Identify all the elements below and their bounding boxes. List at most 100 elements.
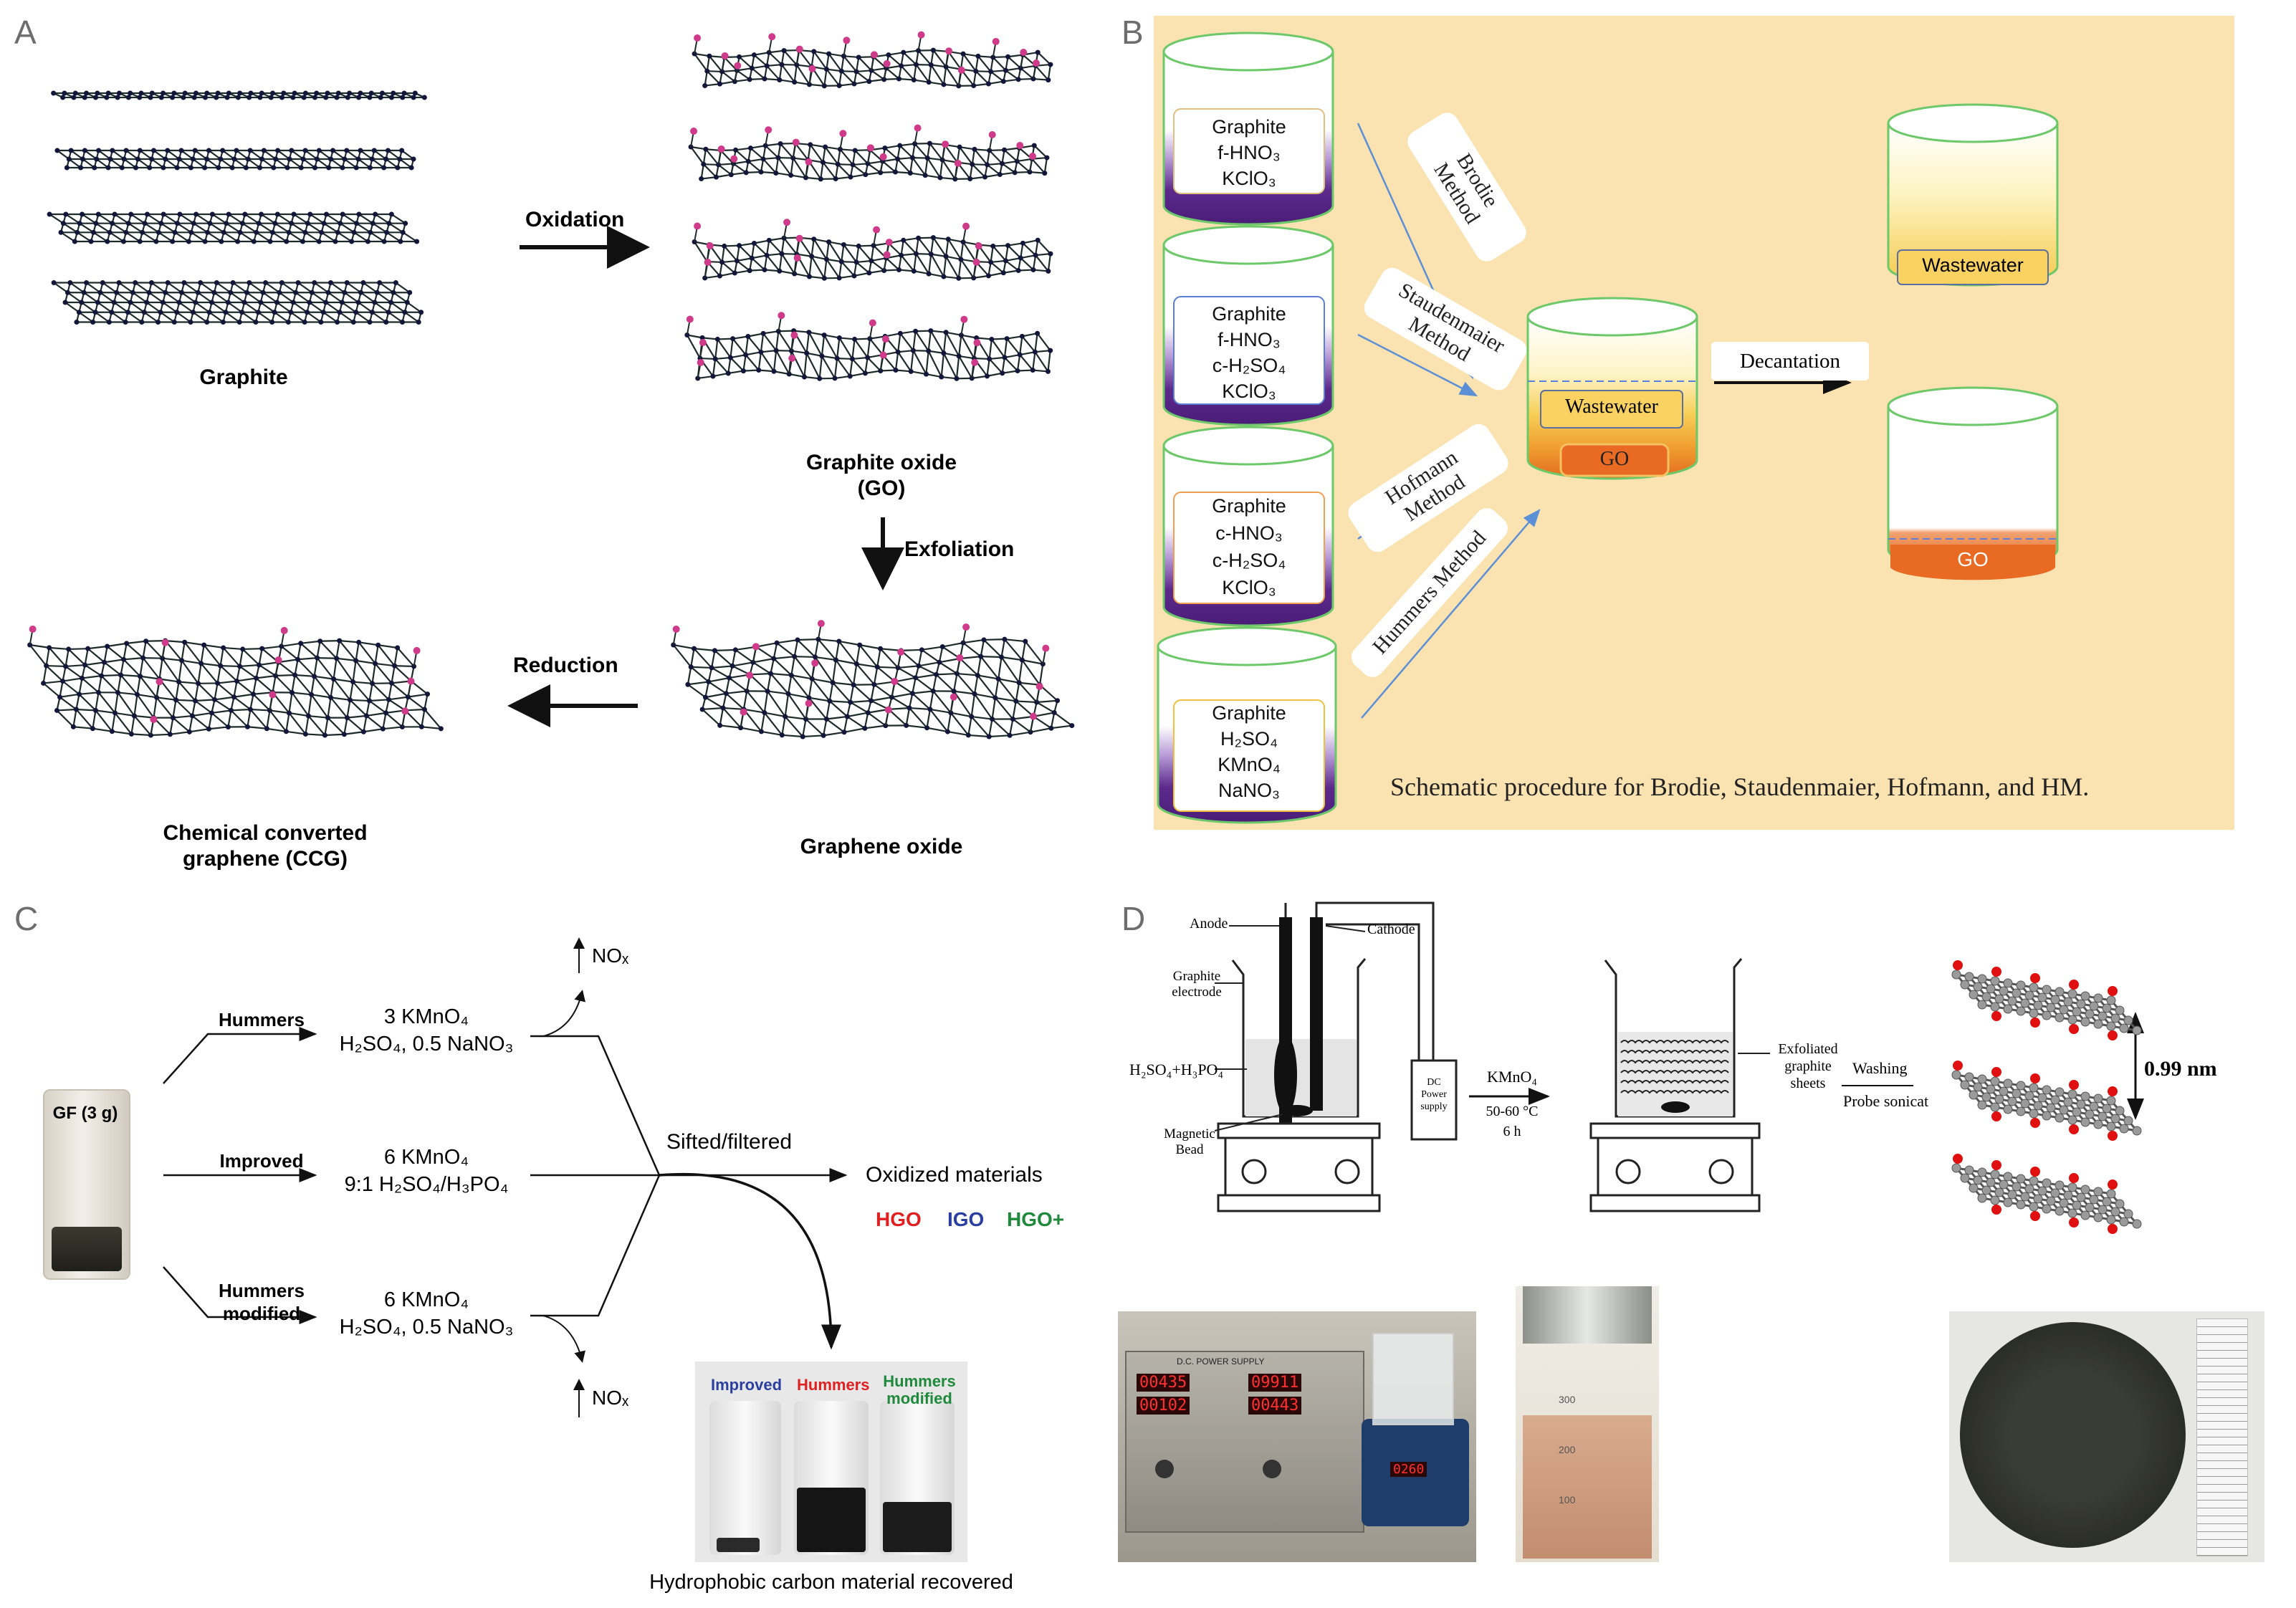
recovered-caption: Hydrophobic carbon material recovered [649,1571,1013,1594]
label-magnetic-line2: Bead [1175,1142,1204,1157]
panel-c: GF (3 g) Hummers Improved Hummers modifi… [0,889,1118,1608]
beaker-brodie-label: Graphite f-HNO₃ KClO₃ [1174,114,1324,191]
reagent-bot: 6 KMnO₄ H₂SO₄, 0.5 NaNO₃ [315,1286,537,1341]
stirrer-display: 0260 [1390,1462,1427,1477]
jar-photo: 300 200 100 [1516,1286,1659,1562]
beaker-hummers-label: Graphite H₂SO₄ KMnO₄ NaNO₃ [1174,700,1324,803]
arrow-staudenmaier [1357,333,1478,397]
beaker-staudenmaier-line-2: f-HNO₃ [1218,329,1281,350]
label-dc-power: DC Power supply [1412,1076,1456,1113]
center-wastewater-label: Wastewater [1565,396,1658,418]
sifted-label: Sifted/filtered [666,1130,793,1154]
beaker-hummers-line-1: Graphite [1212,702,1286,724]
label-temp: 50-60 °C [1486,1104,1539,1119]
label-magnetic-line1: Magnetic [1164,1126,1215,1142]
gf-label: GF (3 g) [52,1104,118,1123]
label-graphite-oxide-line1: Graphite oxide [805,451,957,474]
beaker-hofmann-label: Graphite c-HNO₃ c-H₂SO₄ KClO₃ [1174,492,1324,601]
route-hummers-modified-line2: modified [222,1303,301,1324]
ruler [2196,1319,2248,1556]
electrolysis-setup [1214,901,1458,1212]
panel-c-graphics [163,937,848,1417]
psu-display-2: 00102 [1137,1397,1190,1415]
photo-label-improved: Improved [711,1376,783,1394]
reagent-bot-line1: 6 KMnO₄ [383,1288,469,1311]
label-exfoliation: Exfoliation [904,537,1015,561]
jar-foil [1523,1286,1652,1344]
petri-dish-photo [1949,1311,2264,1562]
label-graphite-electrode-line2: electrode [1172,985,1222,1000]
panel-a: Graphite Oxidation Graphite oxide (GO) E… [0,0,1118,881]
photo-label-hummers: Hummers [797,1376,870,1394]
vial-hummers [794,1401,869,1555]
beaker-staudenmaier-label: Graphite f-HNO₃ c-H₂SO₄ KClO₃ [1174,301,1324,404]
label-dc-line2: Power [1421,1089,1447,1100]
label-reduction: Reduction [513,654,618,677]
label-graphite: Graphite [199,365,288,389]
reagent-bot-line2: H₂SO₄, 0.5 NaNO₃ [339,1316,514,1339]
panel-b: Graphite f-HNO₃ KClO₃ Graphite f-HNO₃ c-… [1154,16,2234,830]
nox-top: NOₓ [592,944,629,967]
beaker-wastewater [1887,103,2059,287]
vial-hummers-modified [880,1401,955,1555]
label-time: 6 h [1503,1124,1521,1139]
psu-body: D.C. POWER SUPPLY 00435 00102 09911 0044… [1125,1351,1364,1533]
route-hummers: Hummers [219,1009,305,1030]
beaker-hummers-line-3: KMnO₄ [1218,754,1281,775]
route-hummers-modified: Hummers modified [208,1279,315,1325]
panel-b-graphics [1157,32,2059,824]
label-washing: Washing [1852,1059,1908,1077]
beaker-brodie-line-2: f-HNO₃ [1218,142,1281,163]
exfoliation-setup [1589,958,1770,1212]
beaker-hofmann-line-3: c-H₂SO₄ [1212,550,1286,571]
label-hgo-plus: HGO+ [1007,1208,1065,1230]
beaker-hummers-line-4: NaNO₃ [1218,780,1280,801]
label-exfoliated: Exfoliated graphite sheets [1769,1040,1847,1092]
label-ccg-line1: Chemical converted [163,821,368,845]
center-go-label: GO [1599,448,1630,470]
beaker-hofmann-line-4: KClO₃ [1222,577,1276,598]
panel-b-caption: Schematic procedure for Brodie, Staudenm… [1390,772,2090,801]
panel-letter-c: C [14,900,39,937]
photo-label-hm-line1: Hummers [883,1372,956,1390]
go-ball-model [1951,960,2142,1234]
panel-d-graphics [1214,901,2144,1234]
jar-mark-100: 100 [1559,1494,1576,1506]
jar-mark-200: 200 [1559,1444,1576,1455]
label-spacing: 0.99 nm [2144,1057,2217,1081]
label-graphite-electrode: Graphite electrode [1168,969,1225,1000]
petri-dish [1960,1322,2186,1548]
vial-improved [709,1401,781,1555]
label-acid: H₂SO₄+H₃PO₄ [1129,1061,1224,1078]
label-exfoliated-line3: sheets [1790,1076,1826,1091]
vial-improved-powder [717,1538,760,1552]
jar-mark-300: 300 [1559,1394,1576,1405]
label-graphene-oxide: Graphene oxide [800,835,963,858]
label-graphite-oxide-line2: (GO) [857,477,906,500]
reagent-mid-line2: 9:1 H₂SO₄/H₃PO₄ [344,1173,509,1196]
power-supply-photo: D.C. POWER SUPPLY 00435 00102 09911 0044… [1118,1311,1476,1562]
vial-hummers-modified-powder [883,1502,952,1552]
label-dc-line3: supply [1420,1101,1448,1112]
vial-hummers-powder [797,1488,866,1552]
gf-vial-photo [43,1089,130,1280]
reagent-mid: 6 KMnO₄ 9:1 H₂SO₄/H₃PO₄ [315,1144,537,1198]
label-anode: Anode [1190,916,1228,932]
reagent-top: 3 KMnO₄ H₂SO₄, 0.5 NaNO₃ [315,1003,537,1058]
graphene-sheets [27,31,1075,740]
panel-letter-a: A [14,14,37,51]
psu-knob [1155,1460,1174,1478]
label-ccg-line2: graphene (CCG) [182,847,348,871]
label-ccg: Chemical converted graphene (CCG) [129,820,401,872]
label-graphite-oxide: Graphite oxide (GO) [774,450,989,502]
nox-bottom: NOₓ [592,1387,629,1409]
label-exfoliated-line1: Exfoliated [1778,1041,1838,1057]
beaker-brodie-line-3: KClO₃ [1222,168,1276,189]
label-cathode: Cathode [1367,922,1415,937]
panel-letter-b: B [1121,14,1144,51]
three-vials-photo: Improved Hummers Hummers modified [695,1361,967,1562]
psu-display-4: 00443 [1248,1397,1302,1415]
label-probe: Probe sonicat [1843,1092,1929,1110]
label-dc-line1: DC [1427,1077,1441,1088]
beaker-hofmann-line-1: Graphite [1212,495,1286,517]
